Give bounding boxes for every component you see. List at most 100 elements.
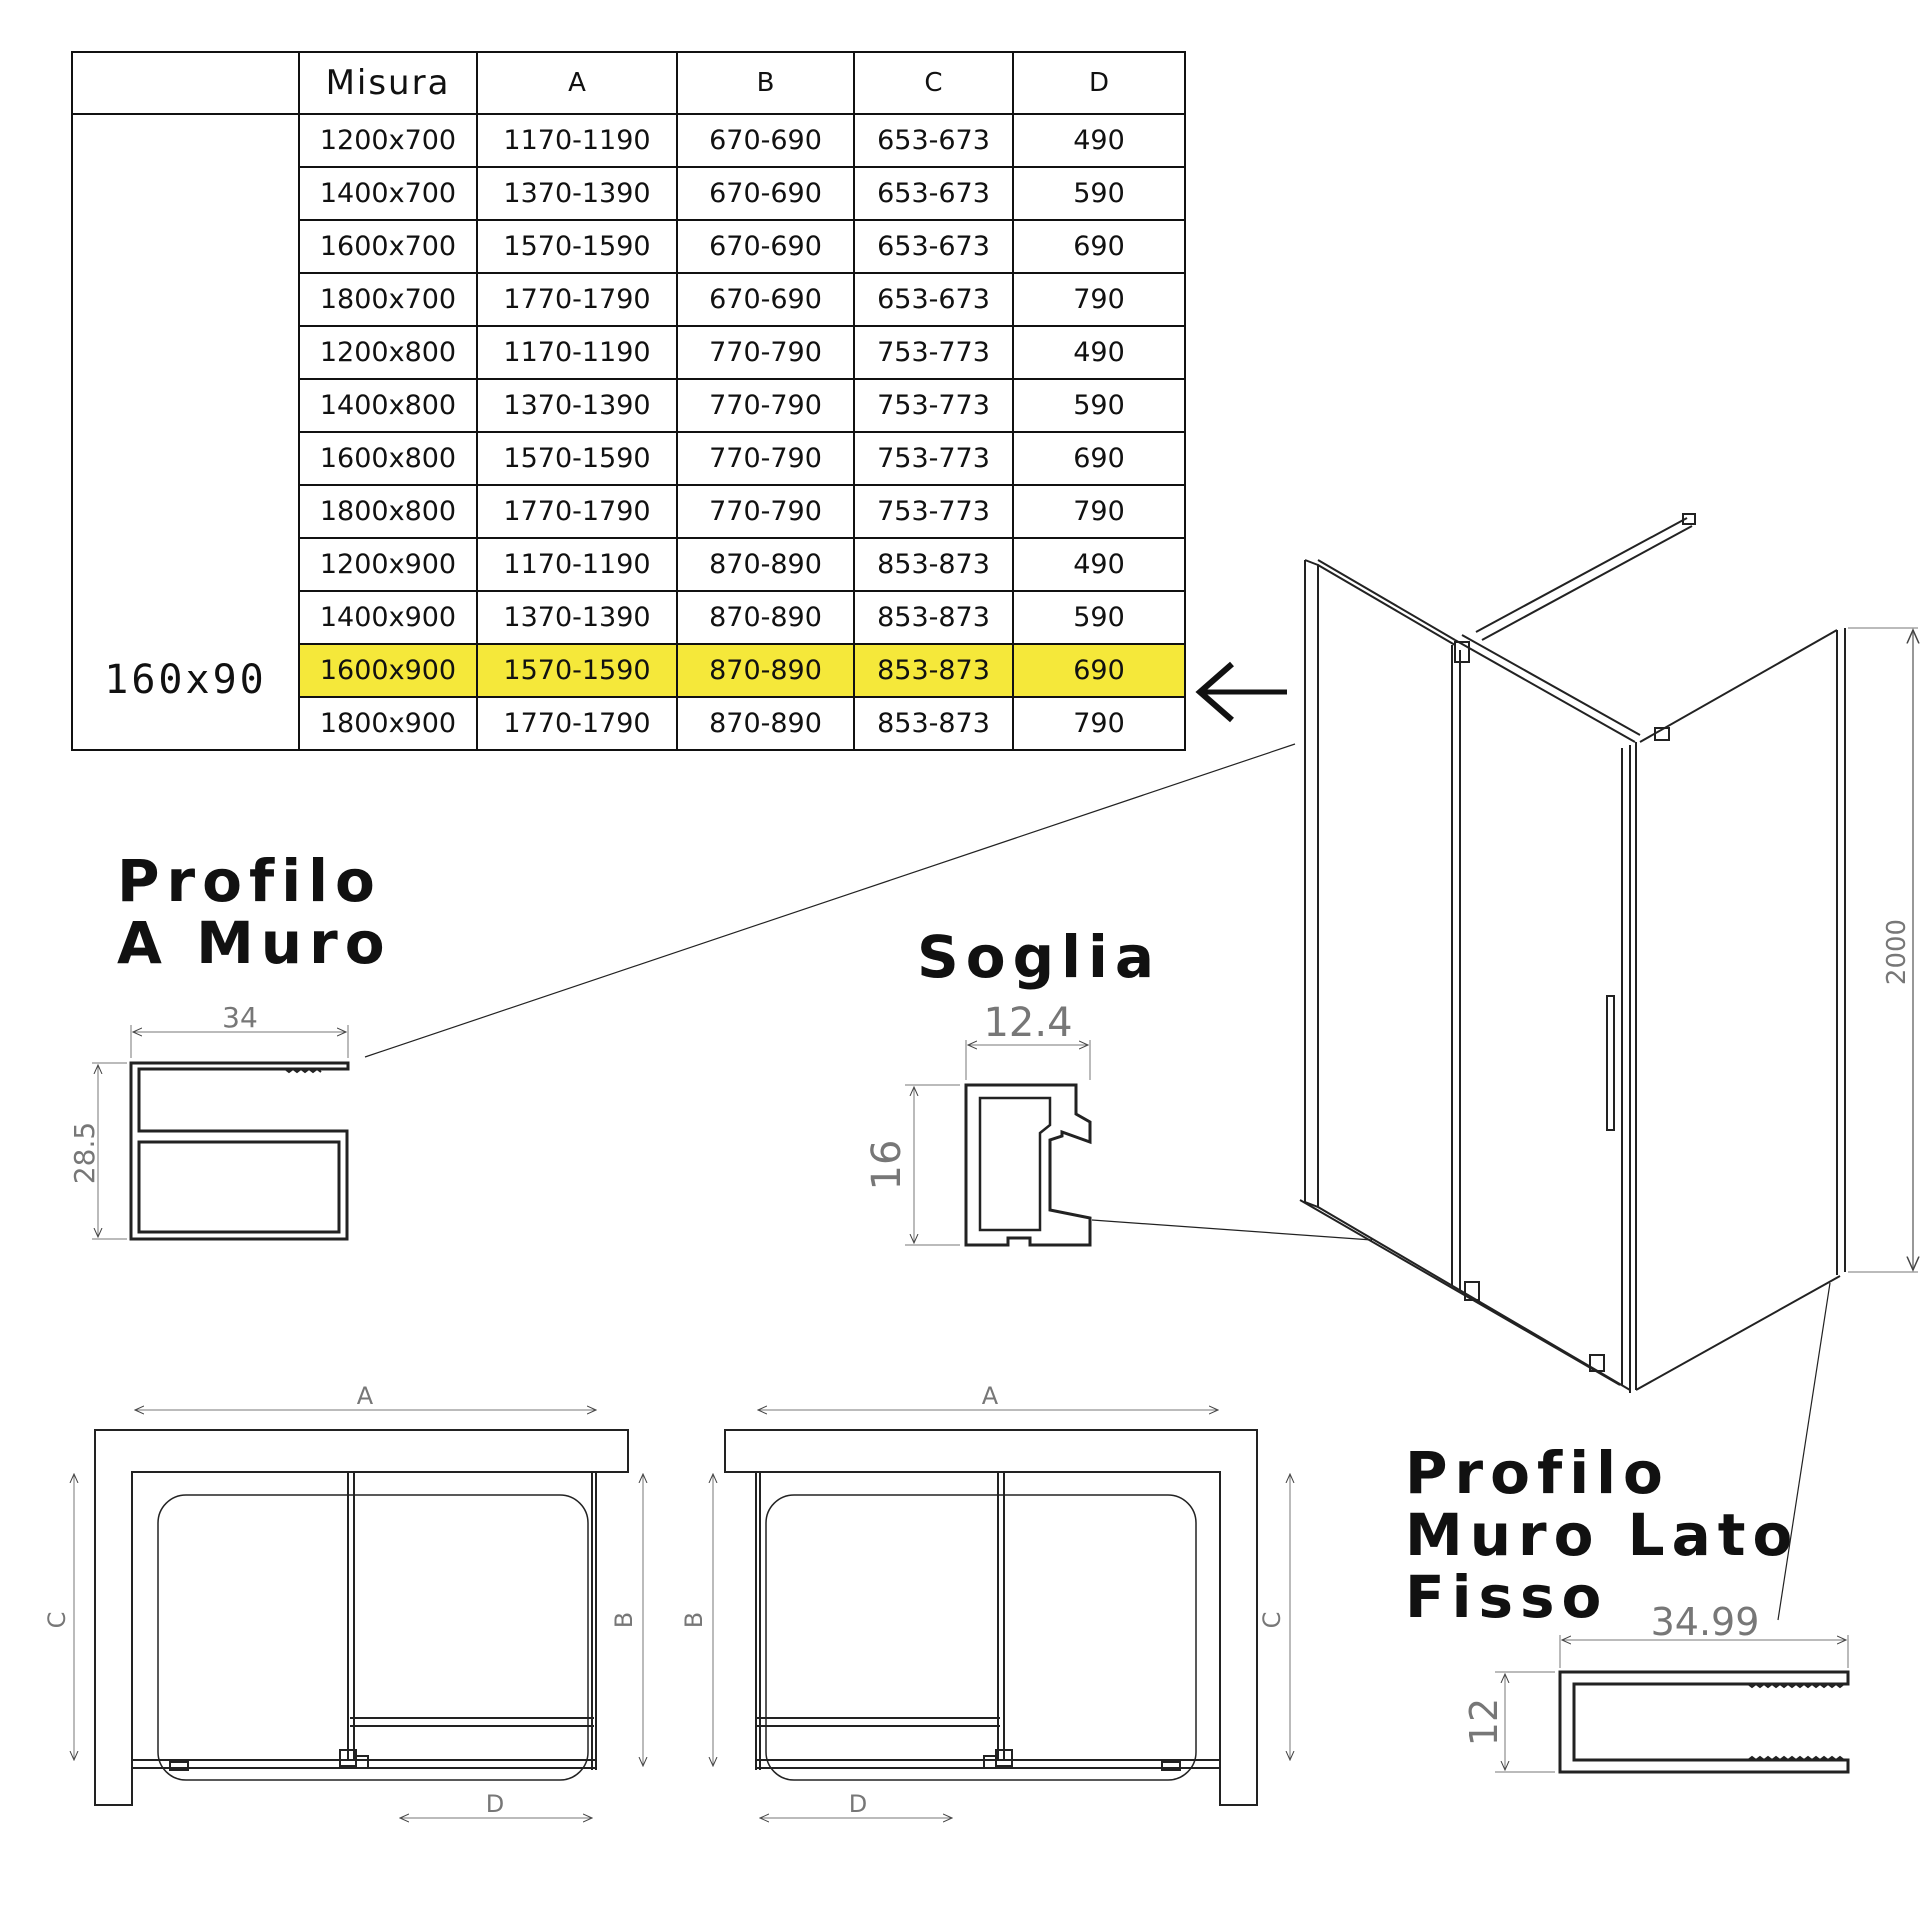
plan-right-label-a: A [982,1382,999,1410]
plan-right-label-b: B [680,1612,708,1628]
table-cell: 1800x900 [298,696,478,751]
table-cell: 870-890 [676,643,855,698]
profilo-a-muro-height-label: 28.5 [68,1122,101,1184]
table-cell: 770-790 [676,325,855,380]
header-cell: A [476,51,678,115]
profilo-a-muro-width-label: 34 [222,1001,258,1034]
table-cell: 653-673 [853,272,1014,327]
header-cell: Misura [298,51,478,115]
table-cell: 590 [1012,166,1186,221]
table-cell: 753-773 [853,484,1014,539]
title-line: Profilo [117,847,382,915]
table-cell: 1570-1590 [476,431,678,486]
table-cell: 1170-1190 [476,325,678,380]
table-cell: 1170-1190 [476,537,678,592]
leader-lines [364,743,1831,1621]
table-cell: 490 [1012,537,1186,592]
table-cell: 790 [1012,272,1186,327]
table-cell: 1570-1590 [476,643,678,698]
table-cell: 870-890 [676,590,855,645]
table-cell: 1200x900 [298,537,478,592]
table-cell: 690 [1012,643,1186,698]
size-group-label: 160x90 [71,113,300,751]
plan-left-label-d: D [486,1790,504,1818]
table-cell: 1370-1390 [476,166,678,221]
profilo-a-muro-title: Profilo A Muro [117,850,392,974]
table-cell: 490 [1012,325,1186,380]
title-line: Profilo [1405,1439,1670,1507]
header-cell: B [676,51,855,115]
profilo-lato-fisso-height-label: 12 [1462,1698,1506,1746]
table-cell: 753-773 [853,431,1014,486]
table-cell: 653-673 [853,113,1014,168]
table-cell: 770-790 [676,378,855,433]
table-cell: 853-873 [853,537,1014,592]
table-cell: 1170-1190 [476,113,678,168]
plan-view-left [74,1410,643,1818]
plan-left-label-c: C [43,1612,71,1629]
table-cell: 770-790 [676,484,855,539]
title-line: Fisso [1405,1563,1609,1631]
plan-view-right [713,1410,1290,1818]
plan-right-label-c: C [1258,1612,1286,1629]
table-cell: 1600x900 [298,643,478,698]
table-cell: 1600x700 [298,219,478,274]
table-cell: 1370-1390 [476,378,678,433]
table-cell: 853-873 [853,590,1014,645]
table-cell: 670-690 [676,166,855,221]
table-cell: 1770-1790 [476,696,678,751]
shower-enclosure-drawing [1299,513,1918,1393]
table-cell: 1200x800 [298,325,478,380]
table-cell: 853-873 [853,696,1014,751]
table-cell: 1600x800 [298,431,478,486]
table-cell: 670-690 [676,113,855,168]
soglia-title: Soglia [917,923,1162,991]
table-cell: 790 [1012,484,1186,539]
soglia-height-label: 16 [864,1140,910,1191]
table-cell: 870-890 [676,696,855,751]
soglia-width-label: 12.4 [983,1000,1072,1046]
profilo-lato-fisso-width-label: 34.99 [1651,1600,1760,1644]
table-cell: 690 [1012,431,1186,486]
profilo-a-muro-profile [92,1025,350,1241]
table-cell: 490 [1012,113,1186,168]
table-cell: 653-673 [853,166,1014,221]
header-cell: D [1012,51,1186,115]
table-cell: 753-773 [853,378,1014,433]
table-cell: 1400x700 [298,166,478,221]
table-cell: 690 [1012,219,1186,274]
table-cell: 670-690 [676,272,855,327]
table-cell: 790 [1012,696,1186,751]
table-cell: 1800x800 [298,484,478,539]
height-dimension-label: 2000 [1882,919,1912,985]
title-line: Muro Lato [1405,1501,1800,1569]
profilo-muro-lato-fisso-title: Profilo Muro Lato Fisso [1405,1442,1799,1628]
table-cell: 1400x900 [298,590,478,645]
table-cell: 670-690 [676,219,855,274]
plan-left-label-b: B [610,1612,638,1628]
plan-right-label-d: D [849,1790,867,1818]
table-cell: 1570-1590 [476,219,678,274]
table-cell: 1800x700 [298,272,478,327]
table-cell: 870-890 [676,537,855,592]
plan-left-label-a: A [357,1382,374,1410]
table-cell: 653-673 [853,219,1014,274]
table-cell: 590 [1012,590,1186,645]
table-cell: 1770-1790 [476,272,678,327]
header-cell: C [853,51,1014,115]
table-cell: 770-790 [676,431,855,486]
table-cell: 1770-1790 [476,484,678,539]
